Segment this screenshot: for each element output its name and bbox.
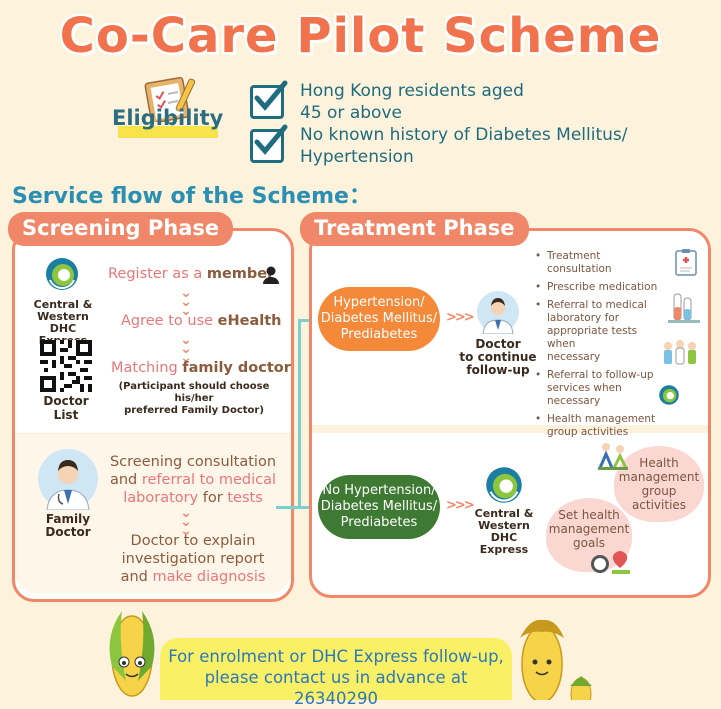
- test-tubes-icon: [666, 292, 702, 324]
- screening-divider: [15, 433, 291, 435]
- chevron-down-icon: ⌄⌄⌄: [180, 332, 192, 366]
- triple-arrow-icon: >>>: [446, 498, 475, 513]
- family-doctor-label: Family Doctor: [45, 512, 91, 539]
- corn-mascot-icon: [514, 618, 570, 703]
- qr-code-icon[interactable]: [40, 340, 92, 392]
- treatment-phase-label: Treatment Phase: [300, 212, 529, 246]
- medical-chart-icon: [674, 248, 700, 276]
- service-flow-title: Service flow of the Scheme：: [12, 184, 371, 209]
- eligibility-label: Eligibility: [112, 106, 224, 130]
- checkbox-icon: [250, 124, 288, 163]
- group-activities-heart: [614, 446, 704, 522]
- screening-consultation-text: Screening consultation and referral to m…: [109, 454, 277, 506]
- doctor-list-label: Doctor List: [43, 394, 89, 422]
- person-icon: [262, 266, 280, 284]
- step-register: Register as a member: [108, 266, 275, 282]
- eligibility-item: No known history of Diabetes Mellitus/ H…: [300, 125, 628, 167]
- heart-text: Set health management goals: [548, 508, 630, 550]
- list-item: Prescribe medication: [535, 281, 663, 294]
- treatment-divider: [312, 425, 708, 433]
- family-doctor-icon: [37, 448, 99, 511]
- clipboard-icon: [138, 76, 198, 124]
- positive-diagnosis-oval: Hypertension/ Diabetes Mellitus/ Prediab…: [318, 287, 440, 351]
- doctor-icon: [476, 290, 520, 335]
- screening-phase-label: Screening Phase: [8, 212, 234, 246]
- page-title: Co-Care Pilot Scheme: [59, 8, 662, 64]
- exercise-group-icon: [596, 440, 630, 470]
- contact-banner: For enrolment or DHC Express follow-up, …: [160, 638, 512, 708]
- triple-arrow-icon: >>>: [446, 310, 475, 325]
- list-item: Health management group activities: [535, 413, 663, 439]
- care-team-icon: [660, 338, 700, 370]
- small-corn-mascot-icon: [566, 676, 596, 709]
- dhc-name: Central & Western DHC Express: [474, 507, 534, 556]
- negative-diagnosis-oval: No Hypertension/ Diabetes Mellitus/ Pred…: [318, 475, 440, 539]
- list-item: Treatment consultation: [535, 250, 663, 276]
- chevron-down-icon: ⌄⌄⌄: [180, 505, 192, 539]
- doctor-followup-label: Doctor to continue follow-up: [459, 337, 537, 377]
- eligibility-item: Hong Kong residents aged 45 or above: [300, 81, 524, 123]
- dhc-logo-icon: [658, 384, 680, 406]
- heart-text: Health management group activities: [618, 456, 700, 512]
- step-matching: Matching family doctor: [111, 360, 291, 376]
- corn-mascot-icon: [104, 606, 160, 700]
- connector-line: [298, 319, 301, 509]
- dhc-logo-icon: [44, 256, 80, 292]
- checkbox-icon: [250, 80, 288, 119]
- health-tools-icon: [590, 546, 632, 576]
- eligibility-highlight: [118, 126, 218, 138]
- step-ehealth: Agree to use eHealth: [121, 313, 282, 329]
- explain-diagnosis-text: Doctor to explain investigation report a…: [120, 533, 266, 585]
- list-item: Referral to medical laboratory for appro…: [535, 299, 663, 364]
- list-item: Referral to follow-up services when nece…: [535, 369, 663, 408]
- treatment-bullet-list: Treatment consultation Prescribe medicat…: [535, 250, 663, 444]
- dhc-logo-icon: [484, 465, 524, 505]
- matching-note: (Participant should choose his/her prefe…: [118, 381, 270, 416]
- connector-line: [276, 506, 300, 509]
- chevron-down-icon: ⌄⌄⌄: [180, 285, 192, 319]
